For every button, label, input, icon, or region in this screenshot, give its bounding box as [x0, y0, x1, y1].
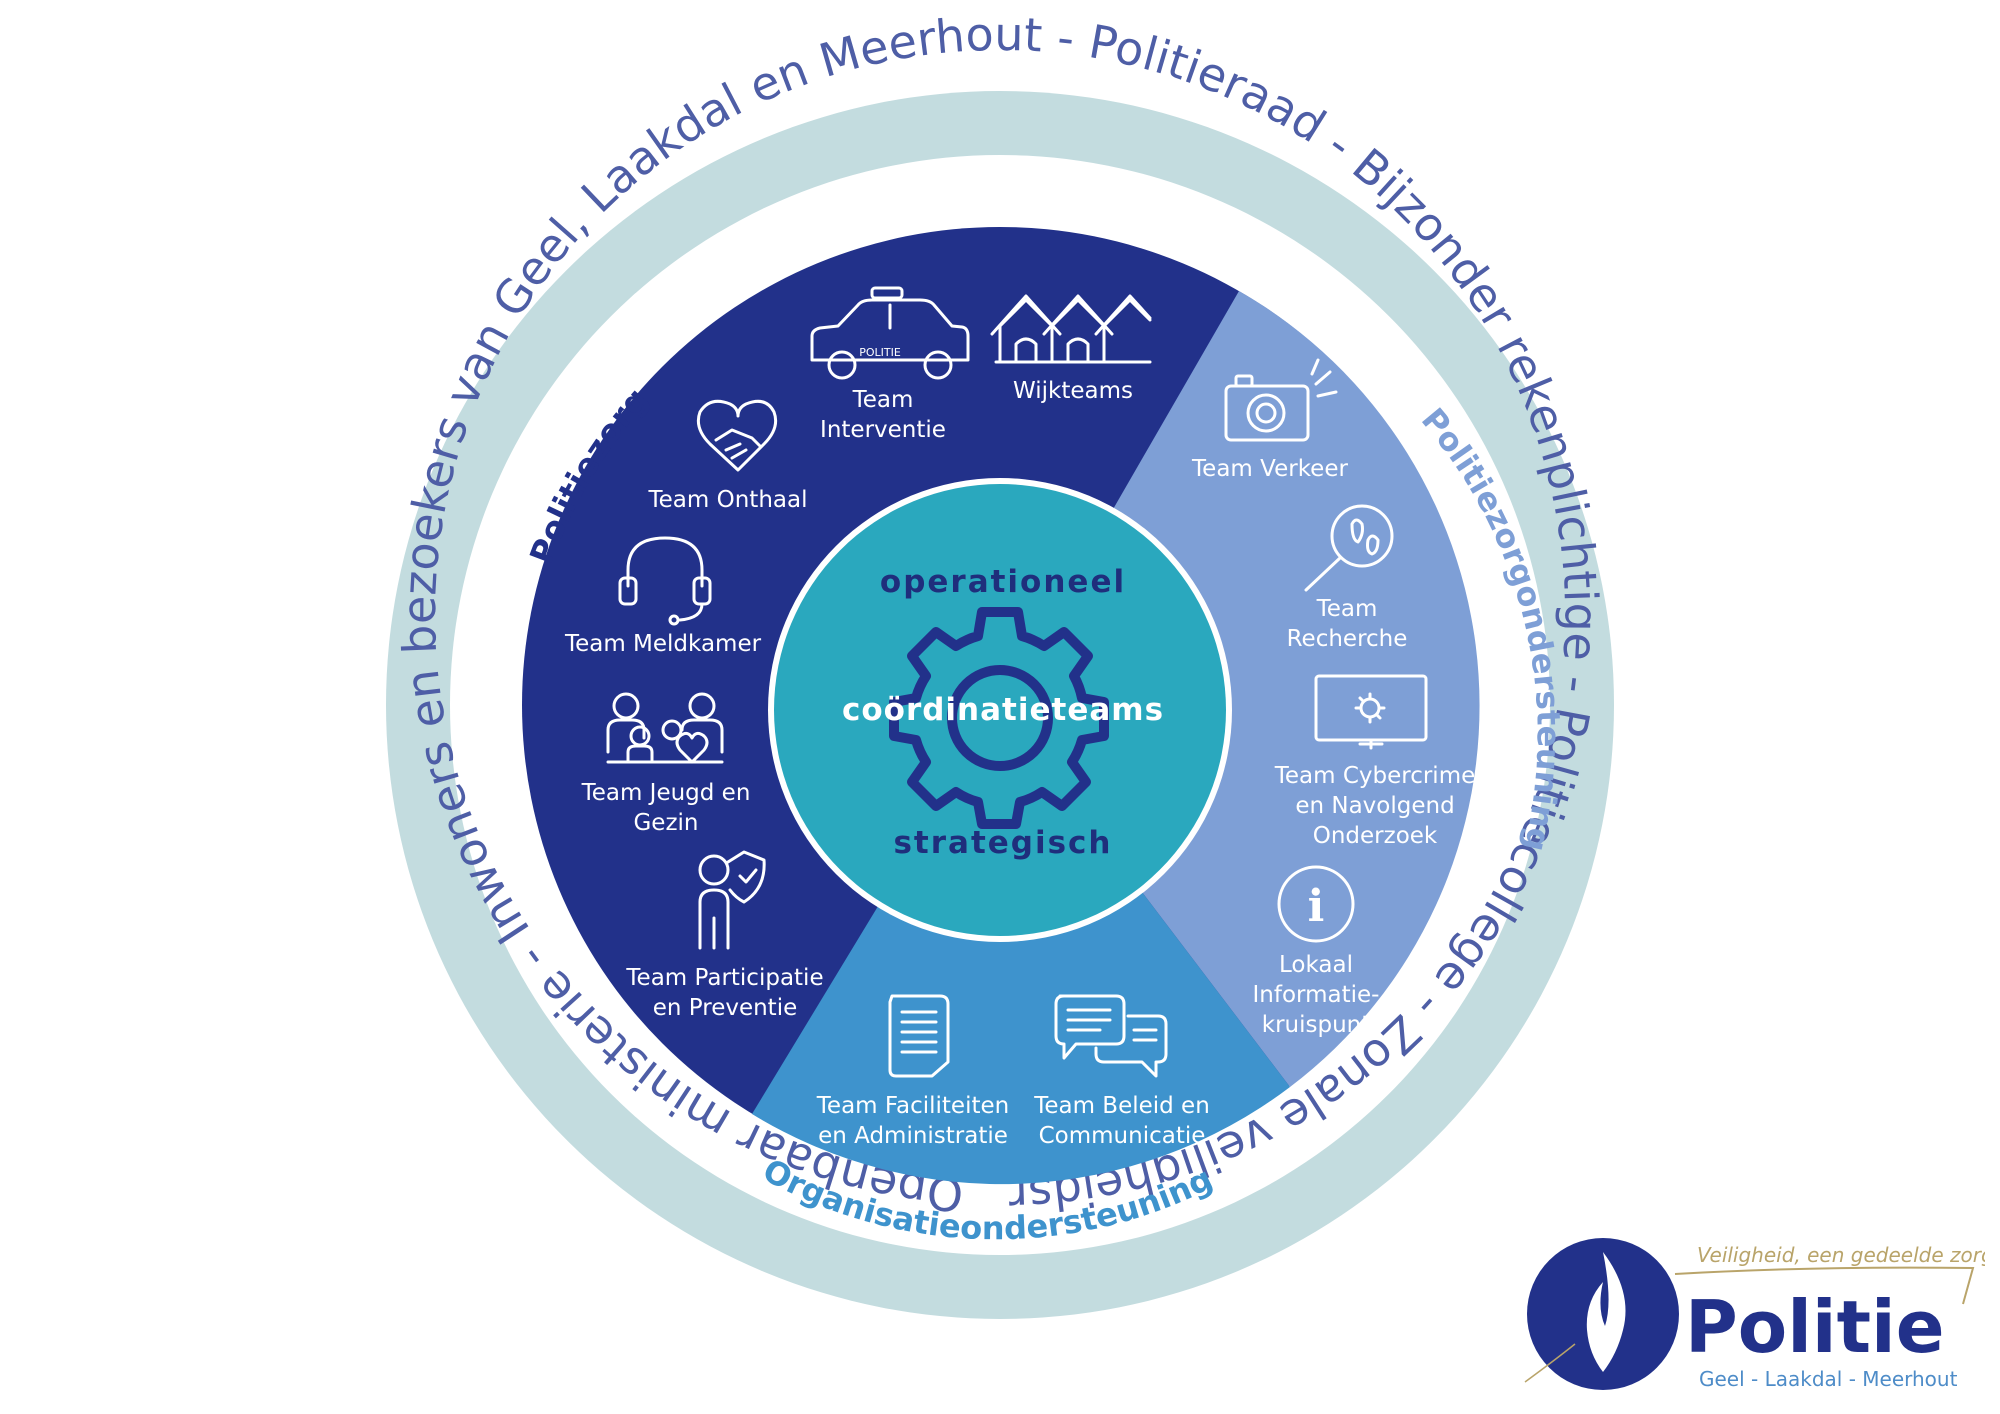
team-recherche-line2: Recherche	[1287, 626, 1408, 652]
center-main-label: coördinatieteams	[842, 692, 1164, 728]
logo-sub: Geel - Laakdal - Meerhout	[1699, 1367, 1958, 1391]
police-car-icon	[810, 286, 970, 380]
police-car-badge: POLITIE	[859, 346, 901, 359]
team-wijkteams: Wijkteams	[1013, 378, 1133, 404]
team-beleid-line2: Communicatie	[1039, 1123, 1206, 1149]
monitor-virus-icon	[1314, 674, 1428, 750]
team-cybercrime-line2: en Navolgend	[1295, 793, 1454, 819]
team-jeugd-line2: Gezin	[633, 810, 698, 836]
team-cybercrime-line3: Onderzoek	[1313, 823, 1438, 849]
politie-logo: Veiligheid, een gedeelde zorg Politie Ge…	[1524, 1238, 1985, 1391]
houses-icon	[990, 294, 1152, 364]
document-icon	[888, 994, 950, 1078]
team-jeugd-line1: Team Jeugd en	[581, 780, 751, 806]
team-interventie-line1: Team	[852, 387, 914, 413]
section-politiezorgondersteuning	[1000, 291, 1480, 1087]
team-lik-line1: Lokaal	[1279, 952, 1353, 978]
team-lik-line2: Informatie-	[1253, 982, 1380, 1008]
magnifier-footprint-icon	[1304, 504, 1394, 592]
person-shield-icon	[698, 850, 766, 950]
center-bottom-label: strategisch	[893, 825, 1112, 861]
handshake-heart-icon	[696, 399, 778, 472]
logo-swoosh	[1674, 1266, 1975, 1305]
team-recherche-line1: Team	[1316, 596, 1378, 622]
team-meldkamer: Team Meldkamer	[564, 631, 762, 657]
flame-icon	[1586, 1252, 1626, 1372]
svg-text:i: i	[1308, 881, 1325, 932]
team-faciliteiten-line1: Team Faciliteiten	[816, 1093, 1009, 1119]
center-circle	[774, 484, 1226, 936]
logo-name: Politie	[1685, 1285, 1945, 1369]
camera-icon	[1224, 358, 1338, 442]
team-faciliteiten-line2: en Administratie	[818, 1123, 1008, 1149]
chat-bubbles-icon	[1054, 994, 1168, 1078]
headset-icon	[618, 536, 712, 626]
team-participatie-line1: Team Participatie	[625, 965, 823, 991]
gear-icon	[889, 607, 1109, 829]
center-top-label: operationeel	[880, 564, 1126, 600]
info-icon: i	[1277, 865, 1355, 943]
team-beleid-line1: Team Beleid en	[1033, 1093, 1210, 1119]
logo-base-line	[1524, 1343, 1576, 1383]
team-cybercrime-line1: Team Cybercrime	[1274, 763, 1476, 789]
team-lik-line3: kruispunt	[1262, 1012, 1371, 1038]
family-icon	[606, 692, 724, 764]
logo-tagline: Veiligheid, een gedeelde zorg	[1697, 1243, 1985, 1267]
team-onthaal: Team Onthaal	[648, 487, 808, 513]
team-participatie-line2: en Preventie	[653, 995, 798, 1021]
team-verkeer: Team Verkeer	[1191, 456, 1348, 482]
team-interventie-line2: Interventie	[820, 417, 946, 443]
